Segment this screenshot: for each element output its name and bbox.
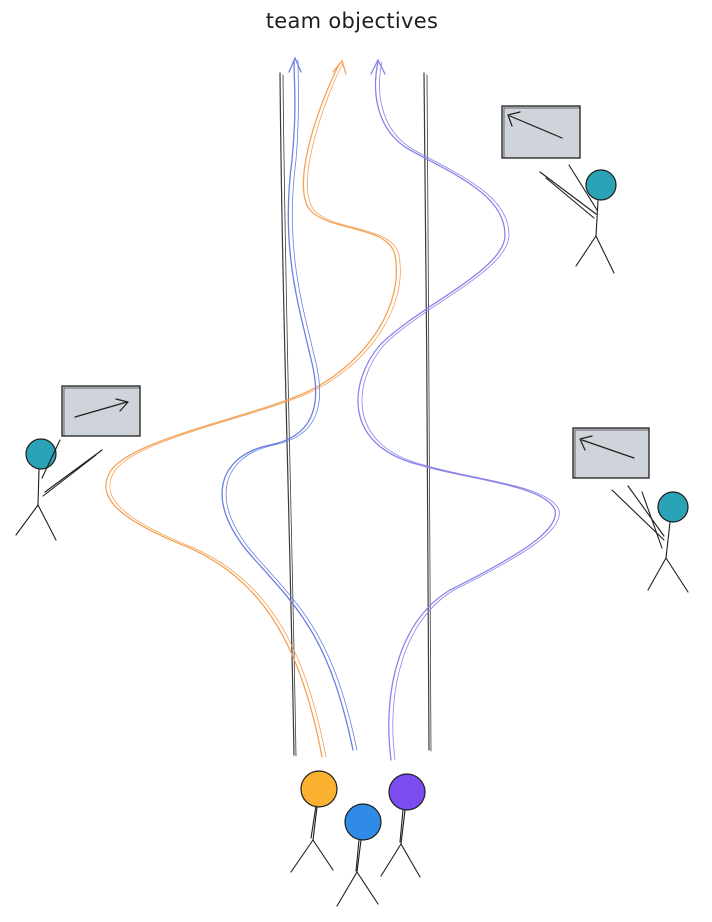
orange-path — [105, 59, 401, 758]
left-lane-line — [279, 72, 295, 756]
member-head — [344, 803, 382, 841]
left-lane-line-sketch — [282, 74, 297, 757]
coach-head — [25, 438, 57, 470]
coach-head — [585, 169, 617, 201]
coach-left — [15, 385, 141, 541]
purple-team-member — [380, 773, 426, 878]
board-arrow-right-icon — [74, 398, 129, 418]
coach-bottom-right — [572, 427, 689, 593]
team-members — [290, 770, 426, 907]
blue-team-member — [336, 803, 382, 907]
board-bottom-right — [572, 427, 650, 479]
purple-path — [357, 58, 560, 761]
coach-head — [657, 491, 689, 523]
board-arrow-left-icon — [579, 435, 635, 459]
board-arrow-left-icon — [507, 111, 563, 139]
blue-path — [221, 56, 358, 751]
member-head — [388, 773, 426, 811]
coach-top-right — [501, 105, 617, 274]
lane-boundaries — [279, 72, 432, 757]
diagram-title: team objectives — [266, 9, 439, 33]
member-head — [300, 770, 338, 808]
board-left — [61, 385, 141, 437]
orange-team-member — [290, 770, 338, 873]
right-lane-line-sketch — [426, 74, 432, 752]
board-top-right — [501, 105, 581, 159]
right-lane-line — [423, 72, 430, 751]
